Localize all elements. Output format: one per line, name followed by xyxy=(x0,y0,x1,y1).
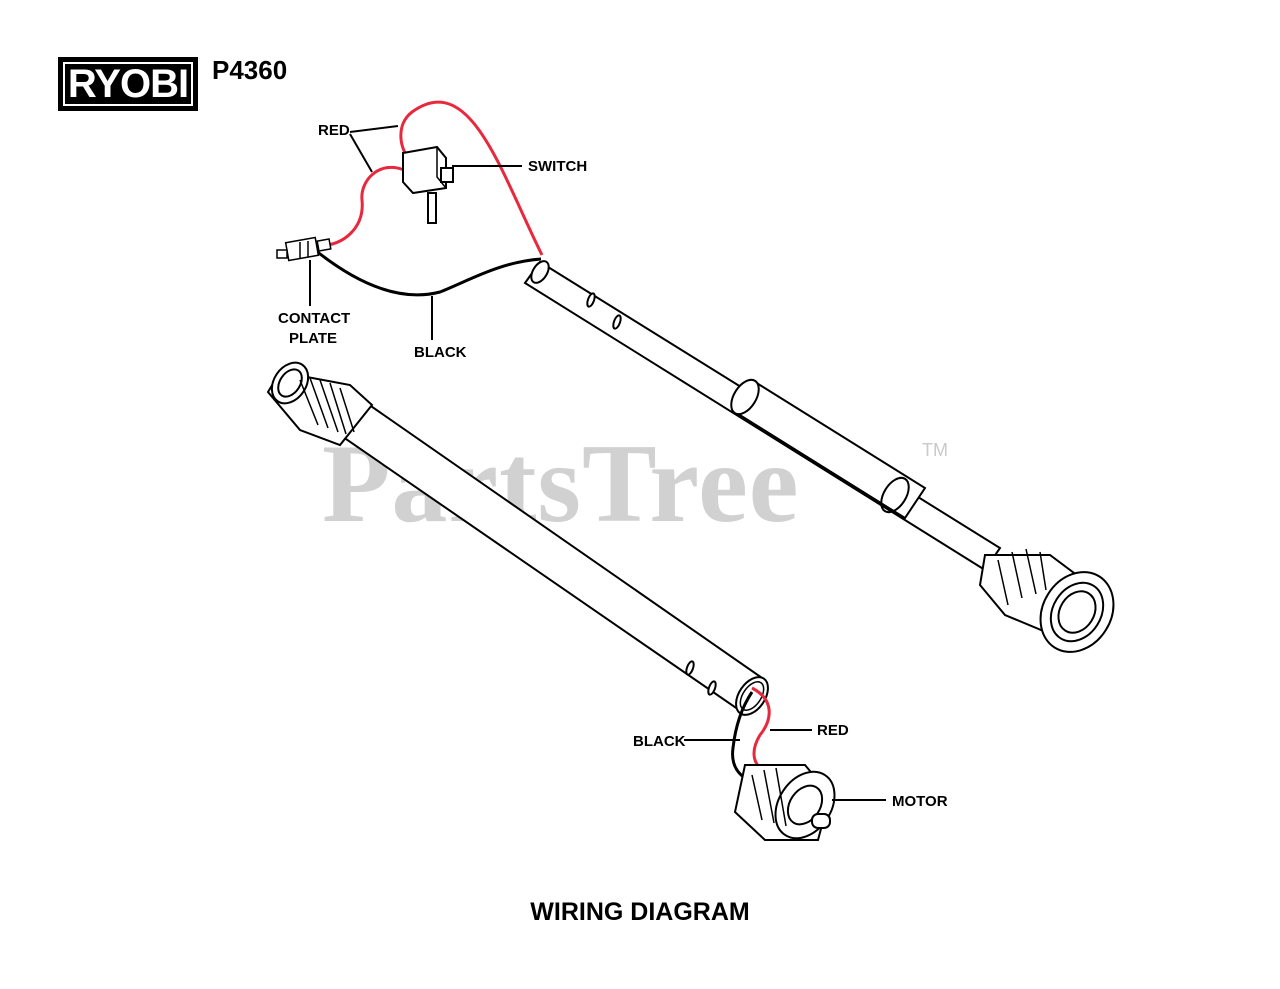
upper-hole-2 xyxy=(612,314,622,330)
model-number: P4360 xyxy=(212,55,288,85)
label-black-top: BLACK xyxy=(414,344,467,361)
upper-hole-1 xyxy=(586,292,596,308)
lower-wires xyxy=(731,686,771,780)
lower-hole-2 xyxy=(707,680,717,696)
motor-component xyxy=(733,764,836,841)
diagram-title: WIRING DIAGRAM xyxy=(530,898,750,926)
upper-tube-end xyxy=(530,260,550,284)
label-motor: MOTOR xyxy=(892,793,948,810)
red-wire-lower xyxy=(751,686,771,770)
label-red-bottom: RED xyxy=(817,722,849,739)
label-contact-plate-line1: CONTACT xyxy=(278,310,351,327)
lower-tube-body xyxy=(328,393,767,714)
lower-pole xyxy=(266,361,769,716)
contact-plate-component xyxy=(276,236,332,262)
upper-pole xyxy=(523,260,1115,653)
black-wire-upper xyxy=(314,248,542,297)
red-wire-upper-b xyxy=(324,165,405,247)
leader-lines xyxy=(309,125,886,801)
label-switch: SWITCH xyxy=(528,158,588,175)
upper-wires xyxy=(314,100,544,297)
upper-sleeve xyxy=(733,380,927,520)
trademark-symbol: TM xyxy=(922,440,948,460)
label-red-top: RED xyxy=(318,122,350,139)
ryobi-logo: RYOBI xyxy=(58,57,198,111)
label-black-bottom: BLACK xyxy=(633,733,686,750)
black-wire-lower xyxy=(731,691,754,780)
upper-sleeve-end xyxy=(730,378,760,416)
switch-component xyxy=(402,145,454,224)
label-contact-plate-line2: PLATE xyxy=(289,330,338,347)
red-wire-upper-a xyxy=(399,100,544,256)
lower-hole-1 xyxy=(685,660,695,676)
